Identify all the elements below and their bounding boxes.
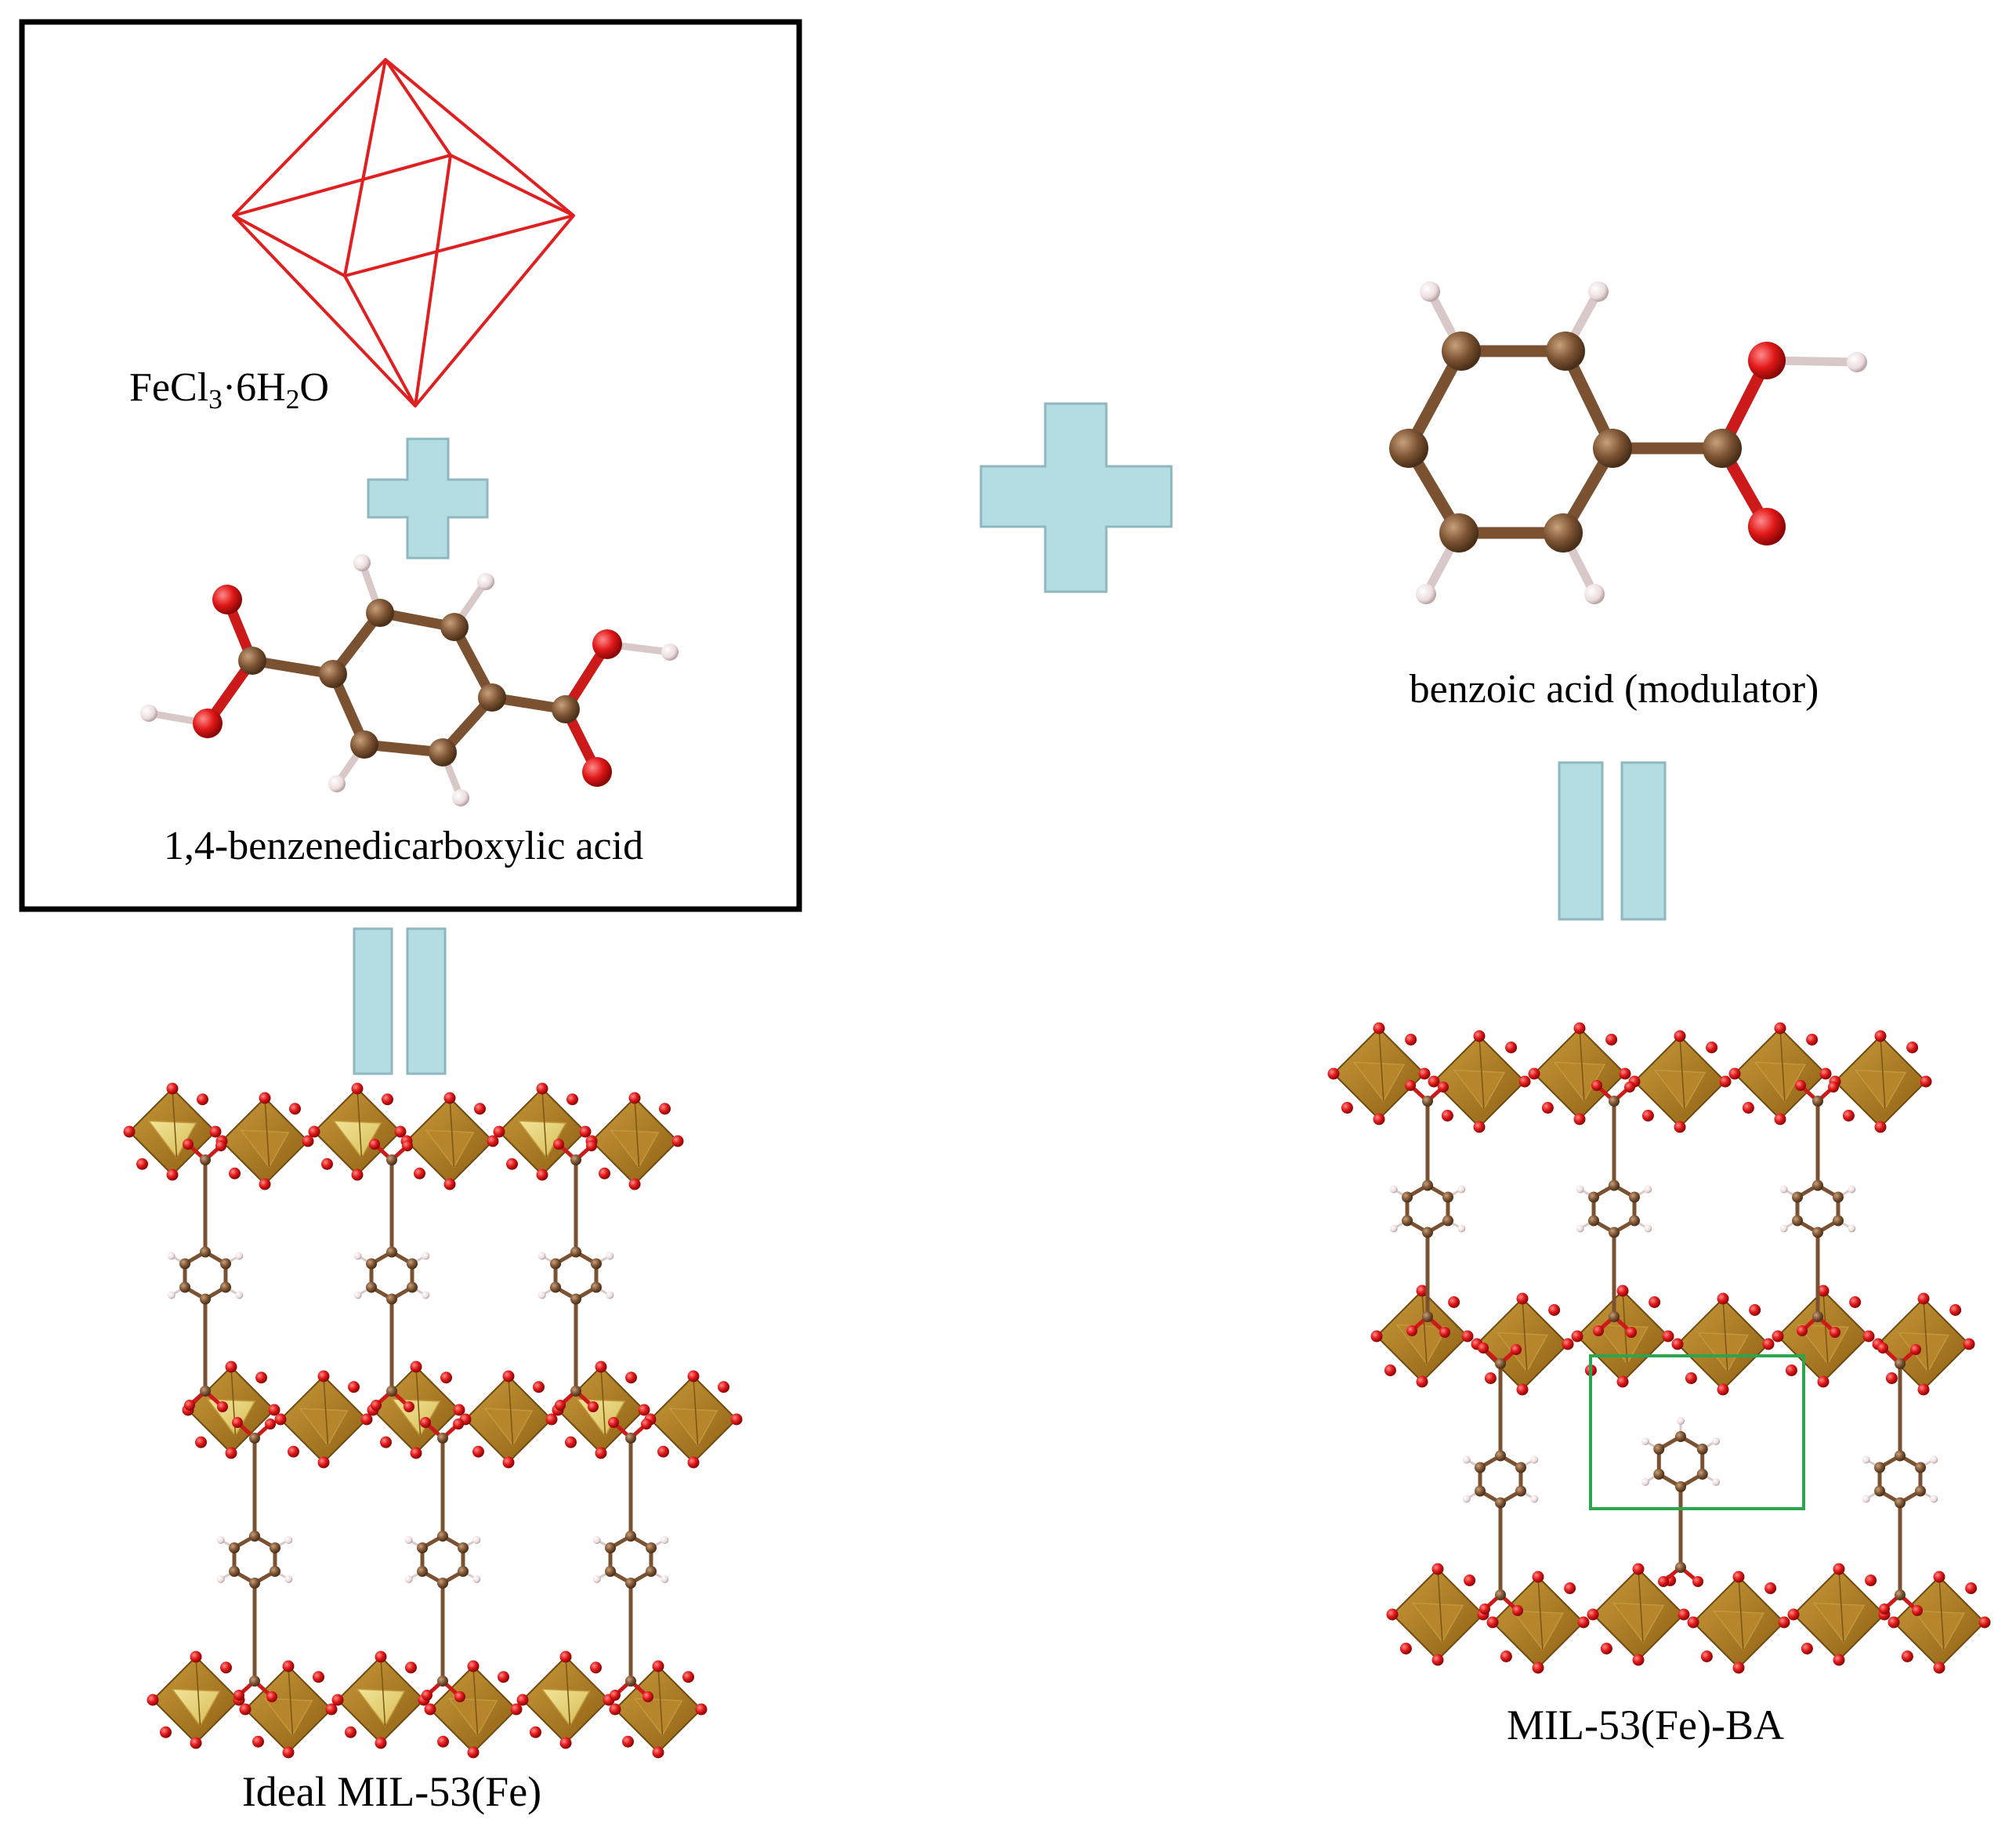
octahedron-icon [232,58,575,408]
fe-octahedron [493,1082,592,1181]
ideal-framework-label: Ideal MIL-53(Fe) [241,1768,542,1815]
fe-octahedron [1687,1571,1790,1674]
fe-octahedron [147,1651,245,1749]
fe-octahedron [1888,1571,1991,1674]
bdc-linker [1862,1343,1938,1616]
fe-octahedron [1571,1285,1674,1388]
modulated-framework-label: MIL-53(Fe)-BA [1507,1701,1784,1748]
fe-octahedron [1671,1292,1775,1396]
fe-octahedron [1327,1022,1431,1125]
fe-octahedron [239,1660,338,1759]
fe-octahedron [1587,1563,1690,1666]
fe-octahedron [1829,1030,1932,1133]
fe-octahedron [331,1651,430,1749]
fe-octahedron [1428,1030,1531,1133]
benzoic-acid-defect [1641,1417,1721,1587]
bdc-linker [1779,1080,1856,1338]
bdc-linker [1576,1080,1652,1338]
fe-octahedron [1628,1030,1732,1133]
ideal-mil53-structure [123,1082,743,1759]
benzoic-acid-molecule [1389,281,1867,604]
fe-octahedron [1386,1563,1489,1666]
fe-octahedron [644,1370,743,1469]
bdc-linker [1389,1080,1466,1338]
fe-octahedron [1787,1563,1891,1666]
equals-icon-right [1558,761,1667,921]
fe-octahedron [400,1092,499,1190]
bdc-linker [592,1417,669,1702]
fe-octahedron [1728,1022,1832,1125]
fe-octahedron [1772,1285,1875,1388]
fe-octahedron [367,1361,465,1459]
bdc-linker [216,1417,293,1702]
bdc-linker [167,1139,244,1412]
fe-octahedron [1370,1285,1474,1388]
fe-octahedron [308,1082,407,1181]
fe-octahedron [1486,1571,1590,1674]
mil53-ba-structure [1327,1022,1991,1674]
fe-octahedron [182,1361,281,1459]
linker-label: 1,4-benzenedicarboxylic acid [163,824,644,868]
fe-octahedron [424,1660,523,1759]
bdc-linker [1462,1343,1539,1616]
precursor-frame [19,19,802,912]
small-plus-icon [367,437,489,560]
fe-octahedron [1872,1292,1975,1396]
fe-octahedron [274,1370,373,1469]
modulator-label: benzoic acid (modulator) [1409,667,1819,712]
bdc-linker [353,1139,430,1412]
fe-octahedron [459,1370,558,1469]
fe-octahedron [585,1092,684,1190]
bdc-linker [537,1139,614,1412]
fe-octahedron [215,1092,314,1190]
iron-salt-label: FeCl3·6H2O [129,365,329,415]
big-plus-icon [979,402,1173,593]
equals-icon-left [353,927,447,1075]
fe-octahedron [552,1361,650,1459]
bdc-molecule [140,554,679,806]
bdc-linker [404,1417,481,1702]
fe-octahedron [516,1651,615,1749]
fe-octahedron [1528,1022,1631,1125]
defect-highlight-box [1589,1354,1805,1510]
fe-octahedron [609,1660,708,1759]
fe-octahedron [123,1082,222,1181]
